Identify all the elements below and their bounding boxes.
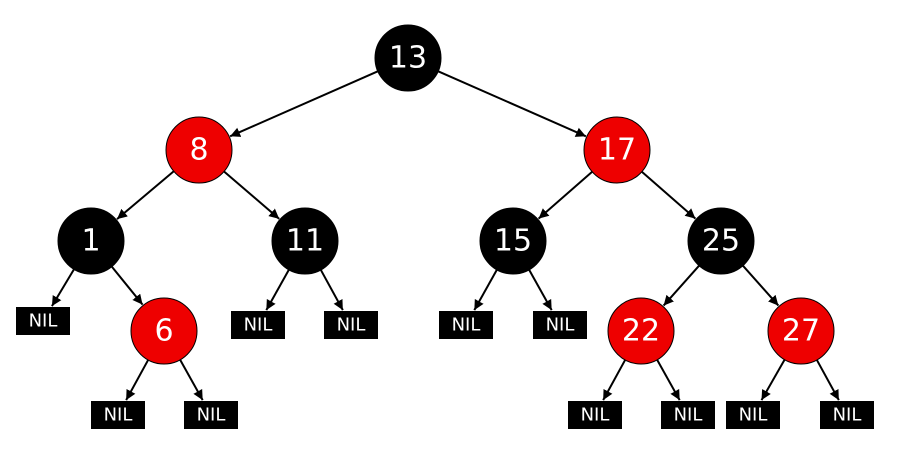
edge-n13-to-n8 [229, 70, 379, 138]
nil-label: NIL [104, 405, 133, 426]
nil-box [820, 401, 874, 429]
red-node-circle [767, 297, 835, 365]
nil-15-right: NIL [533, 311, 587, 339]
nil-label: NIL [244, 315, 273, 336]
edge-n11-to-nil-11-left [265, 269, 290, 311]
nil-6-left: NIL [91, 401, 145, 429]
edge-n27-to-nil-27-right [815, 359, 840, 401]
edge-n22-to-nil-22-left [602, 359, 627, 401]
nil-11-right: NIL [324, 311, 378, 339]
nil-box [231, 311, 285, 339]
nil-box [184, 401, 238, 429]
nil-15-left: NIL [439, 311, 493, 339]
node-label: 13 [389, 41, 427, 76]
edge-n1-to-n6 [111, 265, 144, 306]
nil-label: NIL [674, 405, 703, 426]
nil-box [91, 401, 145, 429]
node-label: 22 [622, 314, 660, 349]
tree-node-13: 13 [374, 24, 442, 92]
edge-n6-to-nil-6-left [125, 359, 150, 401]
red-node-circle [165, 116, 233, 184]
black-node-circle [687, 207, 755, 275]
nil-label: NIL [739, 405, 768, 426]
tree-node-17: 17 [583, 116, 651, 184]
nil-label: NIL [452, 315, 481, 336]
edge-n17-to-n25 [641, 170, 697, 220]
nil-27-right: NIL [820, 401, 874, 429]
nil-27-left: NIL [726, 401, 780, 429]
red-node-circle [130, 297, 198, 365]
nil-1-left: NIL [16, 307, 70, 335]
edge-n25-to-n22 [662, 265, 700, 307]
tree-edges [51, 70, 840, 401]
nil-label: NIL [546, 315, 575, 336]
black-node-circle [271, 207, 339, 275]
nil-label: NIL [337, 315, 366, 336]
tree-node-15: 15 [479, 207, 547, 275]
node-label: 27 [782, 314, 820, 349]
nil-22-right: NIL [661, 401, 715, 429]
nil-box [568, 401, 622, 429]
edge-n8-to-n1 [116, 170, 175, 220]
black-node-circle [57, 207, 125, 275]
tree-node-27: 27 [767, 297, 835, 365]
nil-label: NIL [581, 405, 610, 426]
edge-n15-to-nil-15-left [473, 269, 498, 311]
edge-n25-to-n27 [742, 265, 780, 307]
nil-leaves: NIL NIL NIL NIL NIL NIL NIL NIL NIL NIL NIL [16, 307, 874, 429]
nil-box [324, 311, 378, 339]
edge-n22-to-nil-22-right [656, 359, 681, 401]
node-label: 15 [494, 224, 532, 259]
nil-label: NIL [833, 405, 862, 426]
node-label: 11 [286, 224, 324, 259]
nil-box [726, 401, 780, 429]
nil-6-right: NIL [184, 401, 238, 429]
edge-n11-to-nil-11-right [319, 269, 344, 311]
red-node-circle [583, 116, 651, 184]
node-label: 6 [154, 314, 173, 349]
edge-n13-to-n17 [437, 70, 587, 138]
nil-22-left: NIL [568, 401, 622, 429]
tree-node-8: 8 [165, 116, 233, 184]
tree-node-25: 25 [687, 207, 755, 275]
nil-label: NIL [29, 311, 58, 332]
edge-n27-to-nil-27-left [760, 359, 786, 401]
edge-n1-to-nil-1-left [51, 268, 75, 307]
node-label: 17 [598, 133, 636, 168]
edge-n17-to-n15 [537, 170, 593, 220]
tree-node-1: 1 [57, 207, 125, 275]
node-label: 1 [81, 224, 100, 259]
nil-box [16, 307, 70, 335]
tree-node-11: 11 [271, 207, 339, 275]
nil-box [661, 401, 715, 429]
black-node-circle [479, 207, 547, 275]
node-label: 8 [189, 133, 208, 168]
edge-n8-to-n11 [223, 170, 280, 220]
nil-box [439, 311, 493, 339]
tree-node-22: 22 [607, 297, 675, 365]
nil-box [533, 311, 587, 339]
node-label: 25 [702, 224, 740, 259]
nil-label: NIL [197, 405, 226, 426]
tree-node-6: 6 [130, 297, 198, 365]
red-node-circle [607, 297, 675, 365]
nil-11-left: NIL [231, 311, 285, 339]
edge-n6-to-nil-6-right [179, 359, 204, 401]
black-node-circle [374, 24, 442, 92]
edge-n15-to-nil-15-right [528, 269, 553, 311]
